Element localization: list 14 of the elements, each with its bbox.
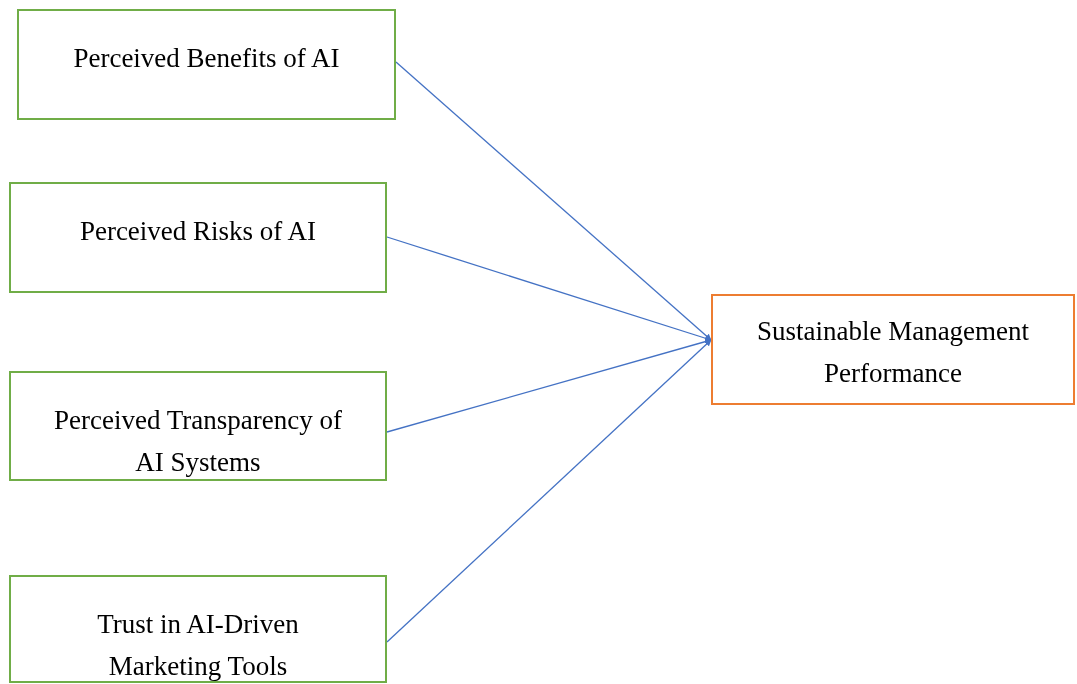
node-label: Perceived Benefits of AI xyxy=(72,42,341,75)
process-box xyxy=(17,9,396,120)
process-box xyxy=(711,294,1075,405)
node-label: Sustainable Management Performance xyxy=(755,315,1031,390)
process-box xyxy=(9,182,387,293)
node-label: Trust in AI-Driven Marketing Tools xyxy=(96,608,300,683)
arrow xyxy=(386,339,712,643)
arrow xyxy=(386,236,712,342)
node-label: Perceived Transparency of AI Systems xyxy=(53,404,343,479)
process-box xyxy=(9,371,387,481)
node-label: Perceived Risks of AI xyxy=(78,215,318,248)
process-box xyxy=(9,575,387,683)
arrow xyxy=(395,61,712,341)
arrow xyxy=(386,338,712,433)
